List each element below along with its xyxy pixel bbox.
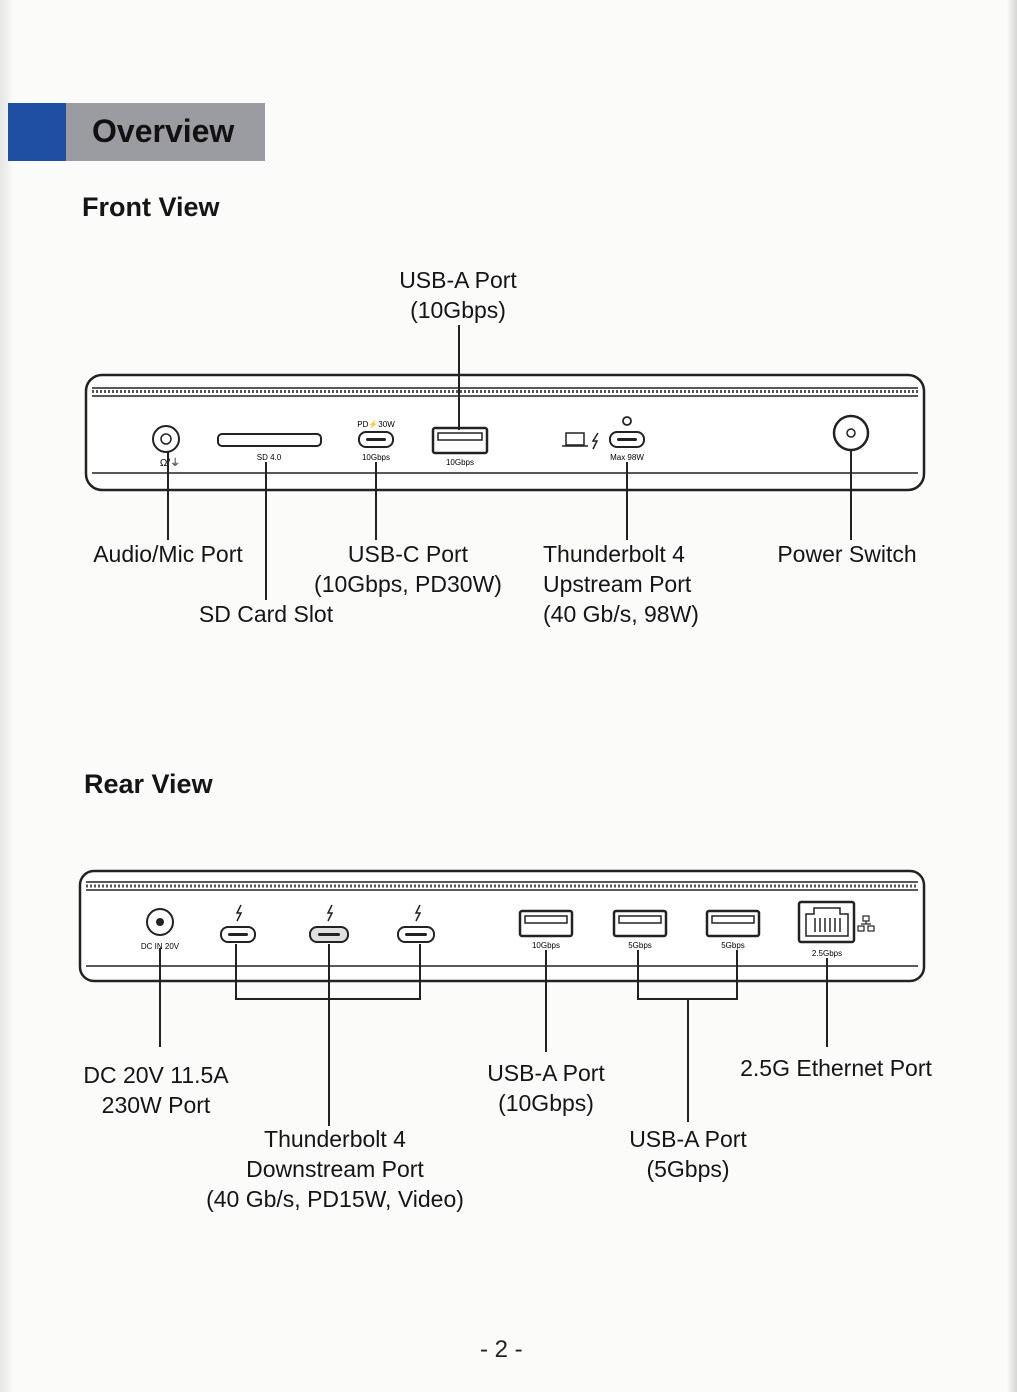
usba-10-marking: 10Gbps <box>532 941 560 950</box>
sd-slot-icon <box>217 433 322 447</box>
front-power-label: Power Switch <box>777 541 917 567</box>
front-leader-lines <box>167 325 852 600</box>
front-usbc-label: USB-C Port (10Gbps, PD30W) <box>314 541 502 597</box>
section-header-accent <box>8 103 66 161</box>
thunderbolt-icon <box>235 904 243 922</box>
rear-ethernet-label: 2.5G Ethernet Port <box>740 1055 932 1081</box>
page-title: Overview <box>92 113 235 149</box>
front-usba-label: USB-A Port (10Gbps) <box>399 267 517 323</box>
tb4-power-marking: Max 98W <box>610 453 644 462</box>
thunderbolt-icon <box>326 904 334 922</box>
thunderbolt-icon <box>591 432 599 450</box>
status-led-icon <box>622 416 632 426</box>
front-sd-label: SD Card Slot <box>198 601 334 627</box>
rear-usba-10-label: USB-A Port (10Gbps) <box>487 1060 605 1116</box>
front-device-body <box>84 373 926 492</box>
sd-marking: SD 4.0 <box>257 453 282 462</box>
page-left-edge-shadow <box>0 0 14 1392</box>
rear-device: DC IN 20V 10Gbps 5Gbps 5Gbps <box>78 869 926 983</box>
rear-view-title: Rear View <box>84 769 213 799</box>
front-view-title: Front View <box>82 192 220 222</box>
audio-symbol: Ω/⏚ <box>160 457 180 469</box>
network-icon <box>857 915 875 932</box>
front-audio-label: Audio/Mic Port <box>93 541 243 567</box>
thunderbolt-icon <box>414 904 422 922</box>
page-right-edge-shadow <box>1007 0 1017 1392</box>
laptop-icon <box>565 432 585 446</box>
usba-5-marking: 5Gbps <box>721 941 745 950</box>
rear-dc-label: DC 20V 11.5A 230W Port <box>83 1062 229 1118</box>
rear-leader-lines <box>159 944 828 1126</box>
rear-device-body <box>78 869 926 983</box>
rear-usba-5-label: USB-A Port (5Gbps) <box>629 1126 747 1182</box>
usba-5-marking: 5Gbps <box>628 941 652 950</box>
front-tb4-label: Thunderbolt 4 Upstream Port (40 Gb/s, 98… <box>543 541 699 627</box>
usbc-pd-marking: PD⚡30W <box>357 419 395 429</box>
page-number: - 2 - <box>480 1336 523 1363</box>
front-device: Ω/⏚ SD 4.0 PD⚡30W 10Gbps 10Gbps Max 98W <box>84 373 926 492</box>
usba-speed-marking: 10Gbps <box>446 458 474 467</box>
ethernet-marking: 2.5Gbps <box>812 949 842 958</box>
rear-tb4-label: Thunderbolt 4 Downstream Port (40 Gb/s, … <box>206 1126 464 1212</box>
usbc-speed-marking: 10Gbps <box>362 453 390 462</box>
dc-marking: DC IN 20V <box>141 942 180 951</box>
